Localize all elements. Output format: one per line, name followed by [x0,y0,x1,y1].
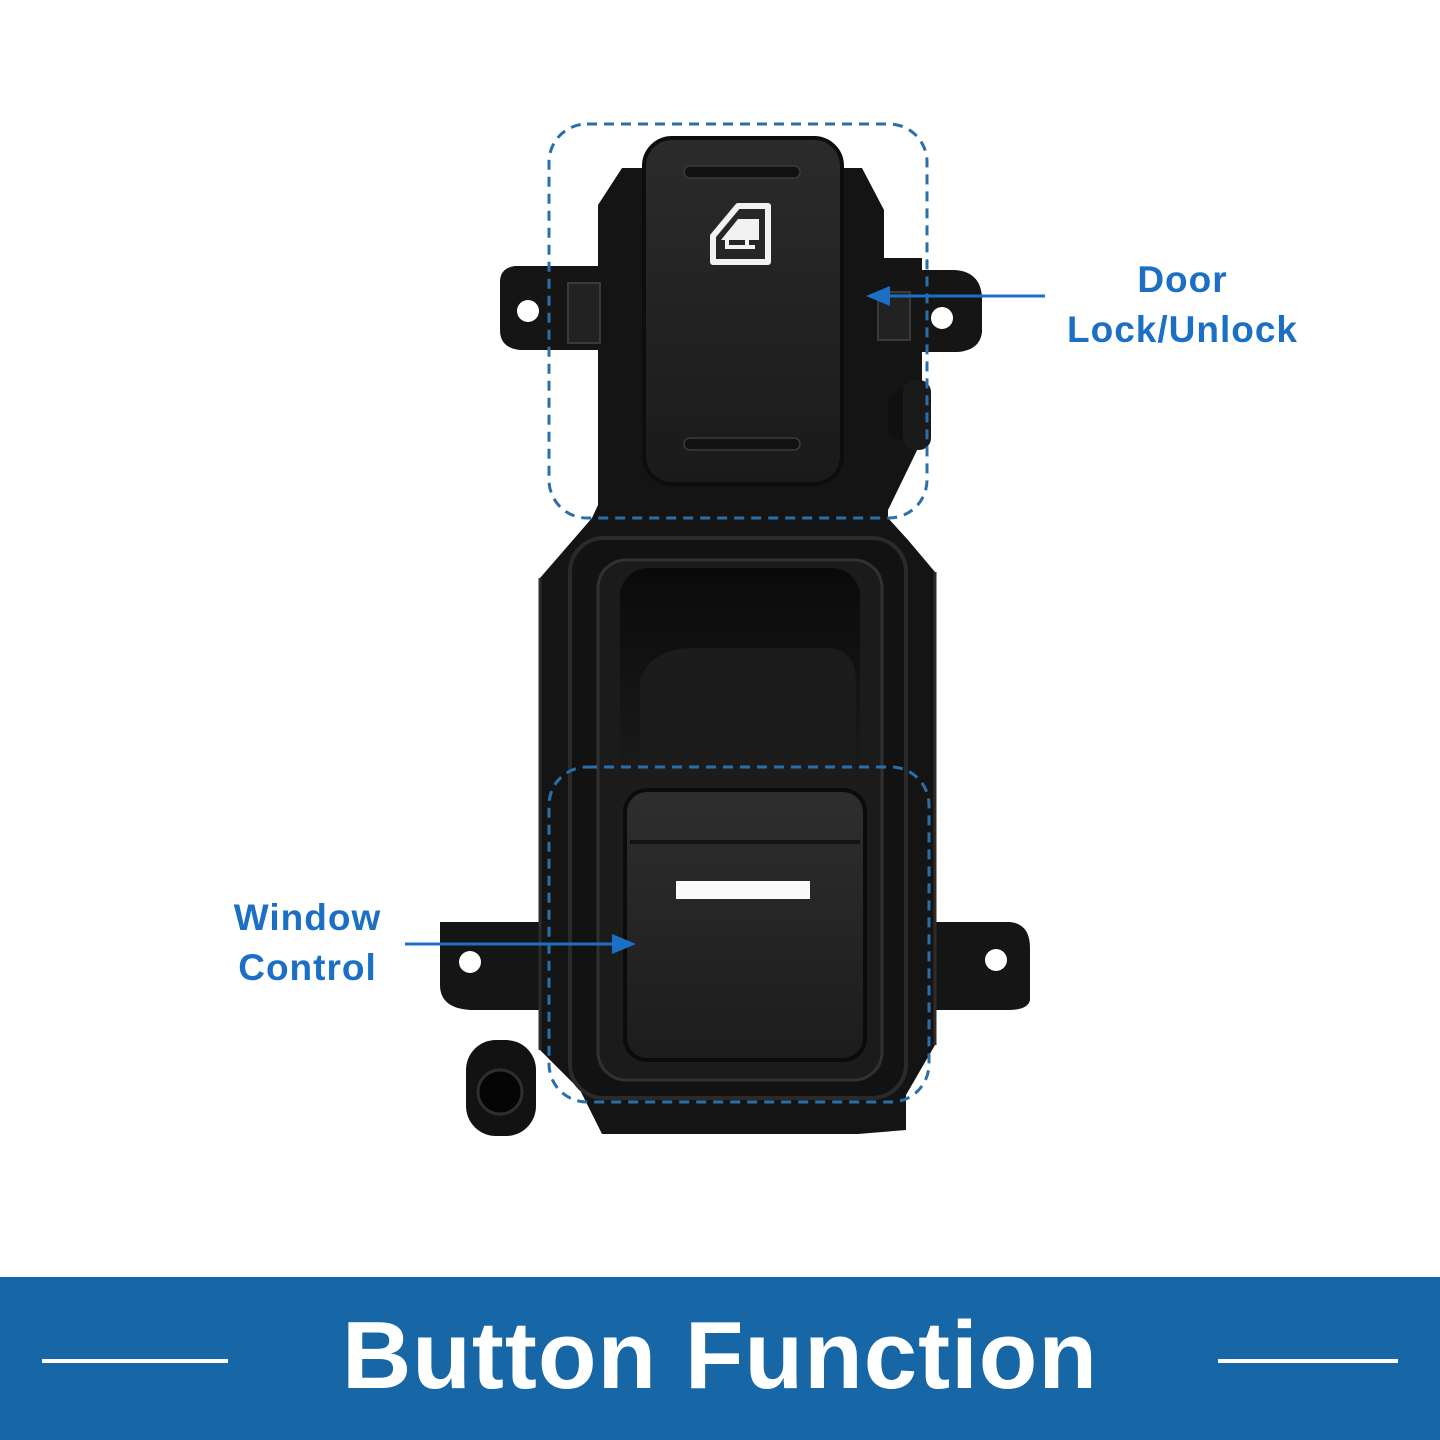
title-banner [0,1277,1440,1440]
door-callout-arrow [866,286,1045,306]
window-control-callout-label: Window Control [195,893,420,993]
window-callout-arrow [405,934,636,954]
window-button [623,788,867,1062]
banner-divider-left [42,1359,228,1363]
window-highlight-outline [547,765,931,1104]
window-callout-line1: Window [233,897,382,938]
banner-title: Button Function [341,1302,1099,1409]
banner-divider-right [1218,1359,1398,1363]
door-lock-callout-label: Door Lock/Unlock [1040,255,1325,355]
lock-button [642,136,844,486]
window-callout-line2: Control [238,947,377,988]
door-lock-icon [710,203,771,265]
lock-highlight-outline [547,122,929,520]
door-callout-line1: Door [1137,259,1228,300]
window-switch-illustration [405,122,1045,1136]
door-callout-line2: Lock/Unlock [1067,309,1298,350]
window-indicator-icon [676,881,810,899]
